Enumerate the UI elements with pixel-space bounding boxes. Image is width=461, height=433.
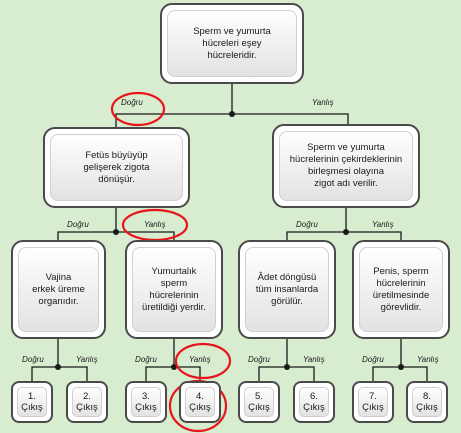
label-yanlis-left: Yanlış bbox=[144, 220, 166, 229]
statement-text: Âdet döngüsü tüm insanlarda görülür. bbox=[255, 271, 319, 307]
statement-text: Vajina erkek üreme organıdır. bbox=[32, 271, 85, 307]
highlight-circle-dogru-root bbox=[110, 91, 166, 127]
exit-box-5: 5. Çıkış bbox=[238, 381, 280, 423]
label-dogru-root: Doğru bbox=[121, 98, 143, 107]
root-statement-text: Sperm ve yumurta hücreleri eşey hücreler… bbox=[193, 25, 271, 61]
label-yanlis-root: Yanlış bbox=[312, 98, 334, 107]
exit-label: 4. Çıkış bbox=[189, 391, 211, 413]
exit-label: 5. Çıkış bbox=[248, 391, 270, 413]
label-dogru-exit34: Doğru bbox=[135, 355, 157, 364]
exit-box-4: 4. Çıkış bbox=[179, 381, 221, 423]
exit-label: 3. Çıkış bbox=[135, 391, 157, 413]
highlight-circle-yanlis-exit4 bbox=[174, 342, 232, 380]
label-dogru-left: Doğru bbox=[67, 220, 89, 229]
label-dogru-exit12: Doğru bbox=[22, 355, 44, 364]
exit-box-6: 6. Çıkış bbox=[293, 381, 335, 423]
junction-dot bbox=[284, 364, 290, 370]
exit-box-8: 8. Çıkış bbox=[406, 381, 448, 423]
statement-box-left: Fetüs büyüyüp gelişerek zigota dönüşür. bbox=[43, 127, 190, 208]
junction-dot bbox=[113, 229, 119, 235]
statement-text: Penis, sperm hücrelerinin üretilmesinde … bbox=[372, 265, 430, 313]
exit-box-7: 7. Çıkış bbox=[352, 381, 394, 423]
statement-box-ll: Vajina erkek üreme organıdır. bbox=[11, 240, 106, 339]
statement-box-rr: Penis, sperm hücrelerinin üretilmesinde … bbox=[352, 240, 450, 339]
exit-label: 8. Çıkış bbox=[416, 391, 438, 413]
exit-box-1: 1. Çıkış bbox=[11, 381, 53, 423]
exit-label: 6. Çıkış bbox=[303, 391, 325, 413]
junction-dot bbox=[343, 229, 349, 235]
exit-box-3: 3. Çıkış bbox=[125, 381, 167, 423]
root-statement-box: Sperm ve yumurta hücreleri eşey hücreler… bbox=[160, 3, 304, 84]
label-yanlis-exit56: Yanlış bbox=[303, 355, 325, 364]
junction-dot bbox=[229, 111, 235, 117]
statement-text: Sperm ve yumurta hücrelerinin çekirdekle… bbox=[289, 142, 403, 189]
label-dogru-exit56: Doğru bbox=[248, 355, 270, 364]
exit-box-2: 2. Çıkış bbox=[66, 381, 108, 423]
exit-label: 1. Çıkış bbox=[21, 391, 43, 413]
exit-label: 2. Çıkış bbox=[76, 391, 98, 413]
label-yanlis-exit12: Yanlış bbox=[76, 355, 98, 364]
label-yanlis-right: Yanlış bbox=[372, 220, 394, 229]
label-dogru-exit78: Doğru bbox=[362, 355, 384, 364]
statement-box-rl: Âdet döngüsü tüm insanlarda görülür. bbox=[238, 240, 336, 339]
label-yanlis-exit78: Yanlış bbox=[417, 355, 439, 364]
statement-text: Fetüs büyüyüp gelişerek zigota dönüşür. bbox=[83, 149, 150, 185]
statement-text: Yumurtalık sperm hücrelerinin üretildiği… bbox=[142, 265, 206, 313]
statement-box-lr: Yumurtalık sperm hücrelerinin üretildiği… bbox=[125, 240, 223, 339]
junction-dot bbox=[55, 364, 61, 370]
statement-box-right: Sperm ve yumurta hücrelerinin çekirdekle… bbox=[272, 124, 420, 208]
label-dogru-right: Doğru bbox=[296, 220, 318, 229]
exit-label: 7. Çıkış bbox=[362, 391, 384, 413]
label-yanlis-exit34: Yanlış bbox=[189, 355, 211, 364]
junction-dot bbox=[398, 364, 404, 370]
junction-dot bbox=[171, 364, 177, 370]
